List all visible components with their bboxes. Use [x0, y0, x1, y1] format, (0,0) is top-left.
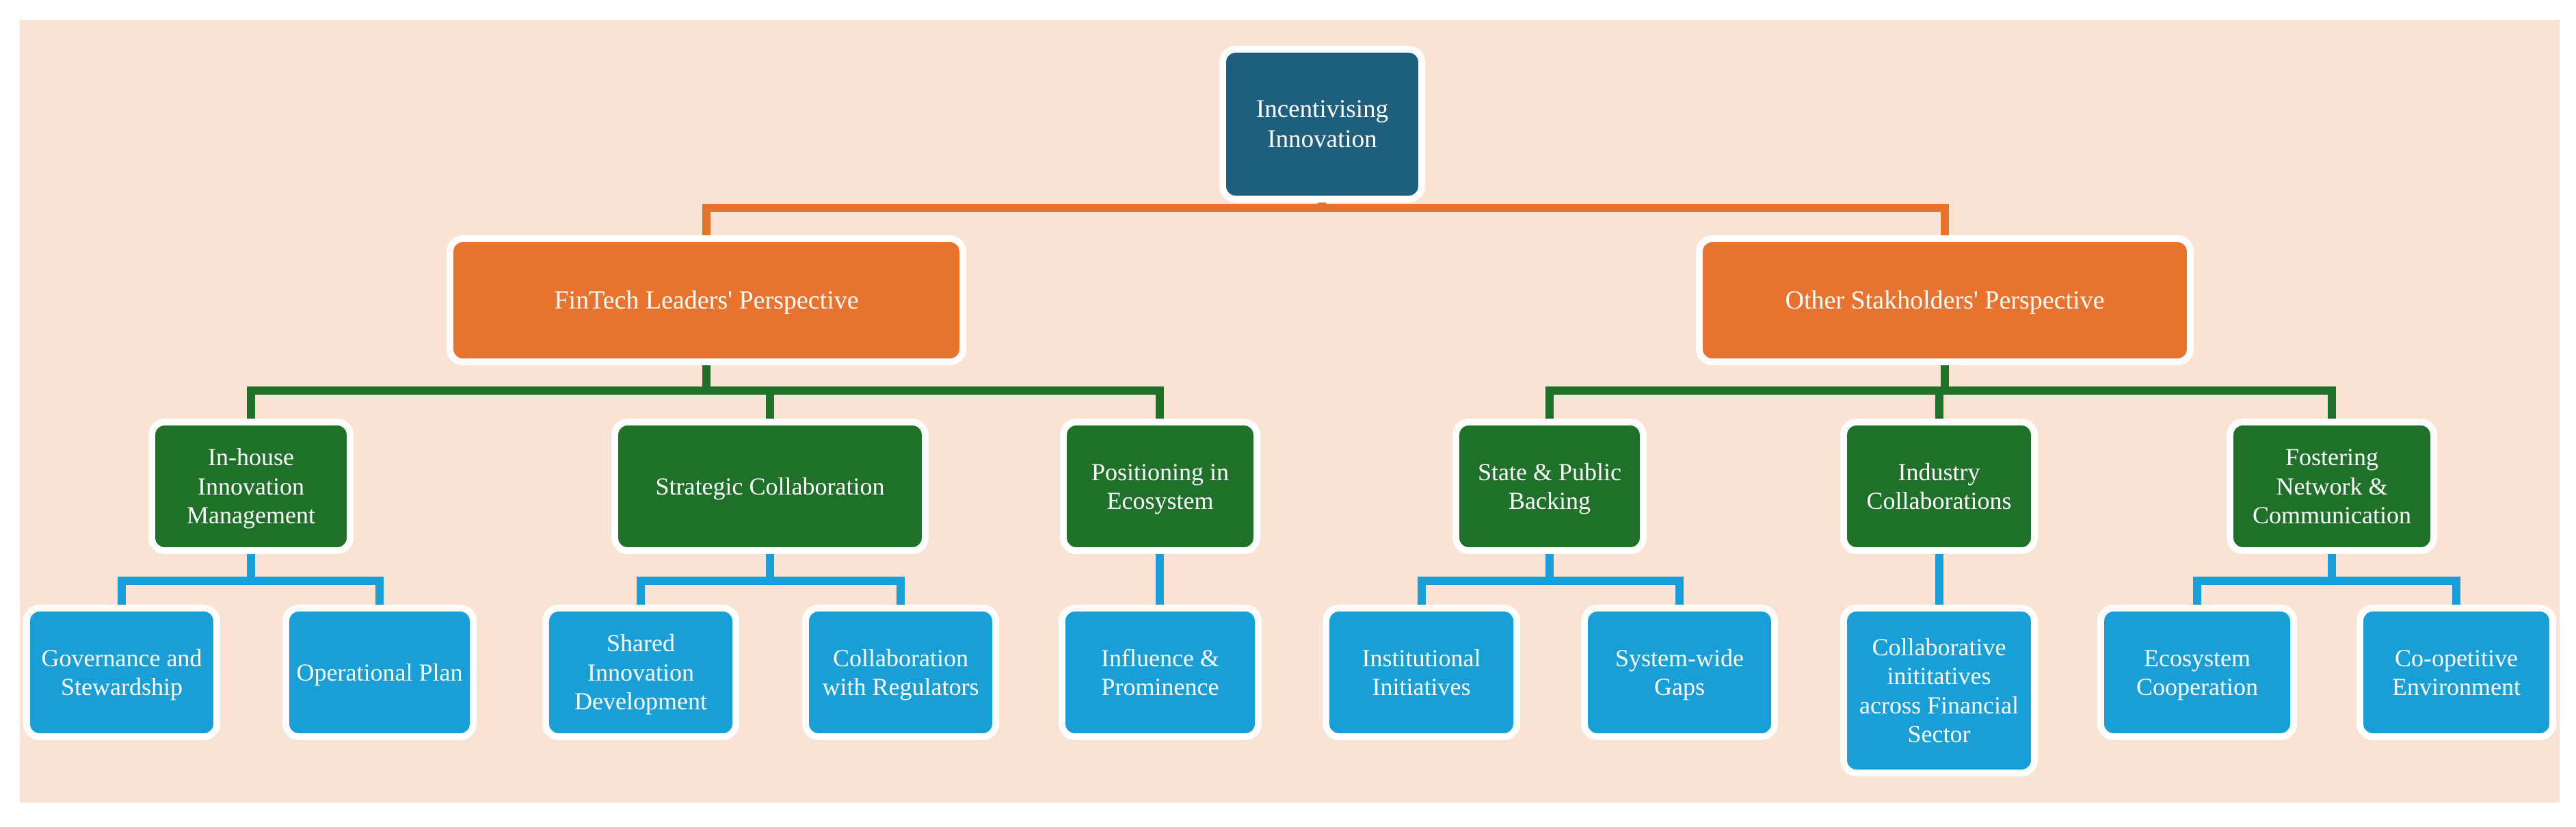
- connector-green-drop-fostering: [2328, 386, 2336, 423]
- node-label: Influence & Prominence: [1101, 644, 1219, 700]
- connector-blue-drop-institutional: [1418, 577, 1426, 609]
- node-collaborative-initiatives-financial-sector: Collaborative inititatives across Financ…: [1840, 605, 2038, 776]
- connector-blue-stem-fostering: [2328, 550, 2336, 585]
- node-label: Positioning in Ecosystem: [1091, 458, 1230, 514]
- node-governance-and-stewardship: Governance and Stewardship: [23, 605, 220, 740]
- connector-blue-rail-state: [1418, 577, 1684, 585]
- node-label: In-house Innovation Management: [187, 443, 315, 529]
- node-inhouse-innovation-management: In-house Innovation Management: [148, 419, 354, 554]
- node-label: Governance and Stewardship: [41, 644, 202, 700]
- connector-blue-stem-industry: [1935, 550, 1943, 609]
- connector-blue-drop-systemwide: [1675, 577, 1684, 609]
- node-label: Collaboration with Regulators: [822, 644, 979, 700]
- node-label: Industry Collaborations: [1866, 458, 2012, 514]
- connector-orange-rail: [702, 204, 1949, 212]
- node-label: Operational Plan: [296, 658, 463, 686]
- node-incentivising-innovation: Incentivising Innovation: [1219, 46, 1425, 202]
- connector-blue-drop-coopetitive: [2452, 577, 2460, 609]
- node-other-stakholders-perspective: Other Stakholders' Perspective: [1696, 235, 2194, 365]
- node-label: Co-opetitive Environment: [2392, 644, 2521, 700]
- node-label: Collaborative inititatives across Financ…: [1859, 633, 2019, 748]
- node-label: State & Public Backing: [1478, 458, 1621, 514]
- node-ecosystem-cooperation: Ecosystem Cooperation: [2097, 605, 2297, 740]
- connector-blue-drop-regulators: [897, 577, 905, 609]
- node-fintech-leaders-perspective: FinTech Leaders' Perspective: [447, 235, 966, 365]
- connector-blue-stem-strategic: [766, 550, 774, 585]
- connector-blue-drop-ecosystem: [2193, 577, 2201, 609]
- node-label: Institutional Initiatives: [1362, 644, 1481, 700]
- node-label: Other Stakholders' Perspective: [1785, 285, 2105, 315]
- node-positioning-in-ecosystem: Positioning in Ecosystem: [1060, 419, 1260, 554]
- node-label: Shared Innovation Development: [574, 629, 707, 716]
- node-collaboration-with-regulators: Collaboration with Regulators: [802, 605, 999, 740]
- node-label: Ecosystem Cooperation: [2136, 644, 2258, 700]
- connector-green-drop-industry: [1935, 386, 1943, 423]
- node-label: FinTech Leaders' Perspective: [554, 285, 859, 315]
- node-co-opetitive-environment: Co-opetitive Environment: [2356, 605, 2556, 740]
- connector-blue-rail-fostering: [2193, 577, 2460, 585]
- connector-blue-rail-strategic: [637, 577, 905, 585]
- connector-green-drop-positioning: [1156, 386, 1164, 423]
- connector-blue-stem-state: [1545, 550, 1554, 585]
- connector-blue-drop-governance: [118, 577, 126, 609]
- node-strategic-collaboration: Strategic Collaboration: [611, 419, 929, 554]
- node-fostering-network-communication: Fostering Network & Communication: [2227, 419, 2437, 554]
- node-institutional-initiatives: Institutional Initiatives: [1323, 605, 1520, 740]
- node-label: System-wide Gaps: [1615, 644, 1744, 700]
- node-industry-collaborations: Industry Collaborations: [1840, 419, 2038, 554]
- node-label: Fostering Network & Communication: [2253, 443, 2411, 529]
- connector-blue-drop-shared: [637, 577, 645, 609]
- connector-green-stem-left: [702, 361, 711, 391]
- connector-green-stem-right: [1941, 361, 1949, 391]
- connector-blue-stem-positioning: [1156, 550, 1164, 609]
- node-label: Incentivising Innovation: [1256, 94, 1389, 153]
- connector-blue-rail-inhouse: [118, 577, 384, 585]
- node-label: Strategic Collaboration: [655, 472, 885, 500]
- node-operational-plan: Operational Plan: [282, 605, 477, 740]
- node-system-wide-gaps: System-wide Gaps: [1581, 605, 1778, 740]
- connector-green-drop-strategic: [766, 386, 774, 423]
- connector-blue-drop-operational: [375, 577, 384, 609]
- node-influence-prominence: Influence & Prominence: [1059, 605, 1262, 740]
- connector-blue-stem-inhouse: [247, 550, 255, 585]
- connector-orange-drop-left: [702, 204, 711, 239]
- connector-green-drop-inhouse: [247, 386, 255, 423]
- connector-orange-drop-right: [1941, 204, 1949, 239]
- node-shared-innovation-development: Shared Innovation Development: [542, 605, 739, 740]
- connector-green-rail-left: [247, 386, 1164, 395]
- connector-green-drop-state: [1545, 386, 1554, 423]
- node-state-public-backing: State & Public Backing: [1452, 419, 1647, 554]
